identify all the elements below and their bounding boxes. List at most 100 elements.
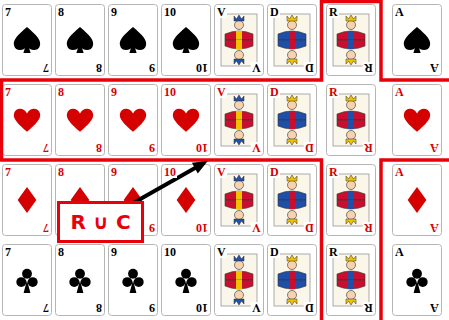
club-pip bbox=[69, 269, 90, 293]
card-art bbox=[162, 85, 211, 156]
playing-card: 77 bbox=[2, 4, 52, 76]
card-art bbox=[56, 5, 105, 76]
card-index: 10 bbox=[195, 222, 209, 234]
card-face bbox=[268, 5, 317, 76]
card-index: 9 bbox=[110, 166, 118, 178]
card-index: 9 bbox=[148, 62, 156, 74]
card-art bbox=[109, 245, 158, 316]
card-art bbox=[215, 165, 264, 236]
face-figure bbox=[333, 14, 369, 66]
card-index: 7 bbox=[4, 6, 12, 18]
card-art bbox=[3, 245, 52, 316]
card-index: A bbox=[394, 166, 405, 178]
card-face bbox=[109, 245, 158, 316]
card-art bbox=[268, 85, 317, 156]
face-figure bbox=[274, 94, 310, 146]
set-label: R ∪ C bbox=[70, 210, 130, 234]
playing-card: AA bbox=[392, 164, 442, 236]
playing-card: 10 10 bbox=[161, 164, 211, 236]
card-art bbox=[393, 85, 442, 156]
card-index: V bbox=[251, 222, 262, 234]
card-art bbox=[327, 165, 376, 236]
card-index: A bbox=[429, 62, 440, 74]
card-index: 10 bbox=[163, 166, 177, 178]
card-index: A bbox=[429, 142, 440, 154]
card-art bbox=[327, 245, 376, 316]
playing-card: RR bbox=[326, 244, 376, 316]
heart-pip bbox=[173, 109, 199, 132]
playing-card: 77 bbox=[2, 164, 52, 236]
heart-pip bbox=[404, 109, 430, 132]
card-art bbox=[3, 85, 52, 156]
face-figure bbox=[221, 94, 257, 146]
card-index: 10 bbox=[163, 86, 177, 98]
card-face bbox=[215, 245, 264, 316]
playing-card: AA bbox=[392, 4, 442, 76]
card-index: 10 bbox=[163, 246, 177, 258]
card-art bbox=[327, 85, 376, 156]
face-figure bbox=[274, 254, 310, 306]
card-face bbox=[3, 85, 52, 156]
card-index: D bbox=[269, 86, 280, 98]
card-index: R bbox=[363, 62, 374, 74]
card-art bbox=[162, 5, 211, 76]
card-index: D bbox=[269, 166, 280, 178]
card-index: 7 bbox=[42, 222, 50, 234]
card-art bbox=[327, 5, 376, 76]
card-face bbox=[268, 165, 317, 236]
playing-card: 99 bbox=[108, 244, 158, 316]
spade-pip bbox=[14, 27, 40, 53]
card-index: V bbox=[251, 142, 262, 154]
card-index: 8 bbox=[57, 166, 65, 178]
card-index: 8 bbox=[95, 62, 103, 74]
arrow-head bbox=[193, 162, 206, 172]
playing-card: VV bbox=[214, 164, 264, 236]
card-face bbox=[3, 245, 52, 316]
card-art bbox=[3, 5, 52, 76]
card-face bbox=[393, 245, 442, 316]
card-face bbox=[56, 5, 105, 76]
card-face bbox=[327, 245, 376, 316]
card-art bbox=[268, 165, 317, 236]
face-figure bbox=[221, 174, 257, 226]
playing-card: 99 bbox=[108, 4, 158, 76]
label-box: R ∪ C bbox=[57, 201, 144, 243]
card-index: 9 bbox=[148, 222, 156, 234]
card-index: V bbox=[251, 62, 262, 74]
card-face bbox=[327, 5, 376, 76]
card-index: V bbox=[251, 302, 262, 314]
card-index: 7 bbox=[4, 166, 12, 178]
card-art bbox=[56, 245, 105, 316]
card-art bbox=[268, 245, 317, 316]
playing-card: 1010 bbox=[161, 244, 211, 316]
card-face bbox=[162, 245, 211, 316]
card-index: 9 bbox=[110, 246, 118, 258]
diamond-pip bbox=[18, 187, 37, 213]
face-figure bbox=[274, 14, 310, 66]
card-face bbox=[268, 245, 317, 316]
card-index: V bbox=[216, 6, 227, 18]
card-index: 8 bbox=[95, 302, 103, 314]
card-face bbox=[3, 5, 52, 76]
face-figure bbox=[221, 14, 257, 66]
heart-pip bbox=[14, 109, 40, 132]
playing-card: 88 bbox=[55, 244, 105, 316]
face-figure bbox=[333, 174, 369, 226]
card-face bbox=[56, 245, 105, 316]
card-index: A bbox=[394, 86, 405, 98]
card-face bbox=[393, 5, 442, 76]
face-figure bbox=[333, 254, 369, 306]
card-index: D bbox=[304, 62, 315, 74]
club-pip bbox=[122, 269, 143, 293]
card-index: V bbox=[216, 246, 227, 258]
playing-card: VV bbox=[214, 244, 264, 316]
card-art bbox=[393, 5, 442, 76]
face-figure bbox=[274, 174, 310, 226]
card-index: A bbox=[429, 302, 440, 314]
card-index: R bbox=[328, 246, 339, 258]
card-face bbox=[393, 85, 442, 156]
card-index: 7 bbox=[42, 142, 50, 154]
